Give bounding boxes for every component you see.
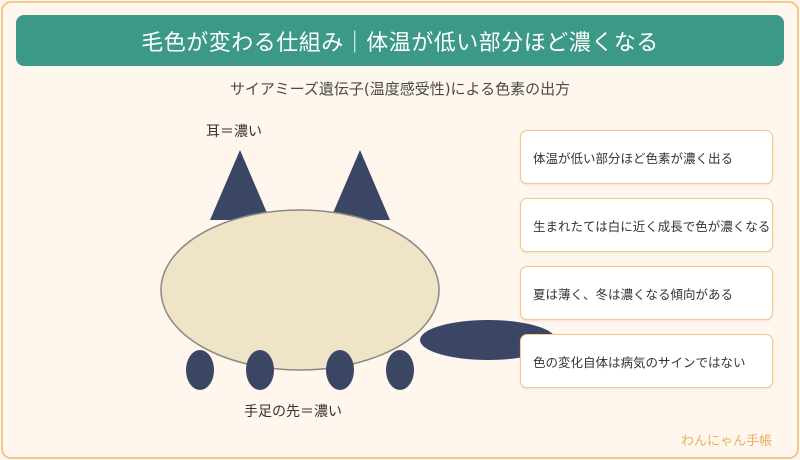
cat-ear-right xyxy=(330,150,390,220)
cat-foot-1 xyxy=(186,350,214,390)
info-card: 体温が低い部分ほど色素が濃く出る xyxy=(520,130,773,184)
info-card: 夏は薄く、冬は濃くなる傾向がある xyxy=(520,266,773,320)
info-card: 生まれたては白に近く成長で色が濃くなる xyxy=(520,198,773,252)
info-card: 色の変化自体は病気のサインではない xyxy=(520,334,773,388)
cat-foot-3 xyxy=(326,350,354,390)
cat-ear-left xyxy=(210,150,270,220)
page-title: 毛色が変わる仕組み｜体温が低い部分ほど濃くなる xyxy=(16,15,784,66)
cat-body xyxy=(160,209,440,371)
ear-label: 耳＝濃い xyxy=(206,124,262,140)
diagram-subtitle: サイアミーズ遺伝子(温度感受性)による色素の出方 xyxy=(229,80,571,98)
brand-logo-text: わんにゃん手帳 xyxy=(680,434,772,449)
cat-foot-4 xyxy=(386,350,414,390)
feet-label: 手足の先＝濃い xyxy=(244,404,342,420)
cat-foot-2 xyxy=(246,350,274,390)
